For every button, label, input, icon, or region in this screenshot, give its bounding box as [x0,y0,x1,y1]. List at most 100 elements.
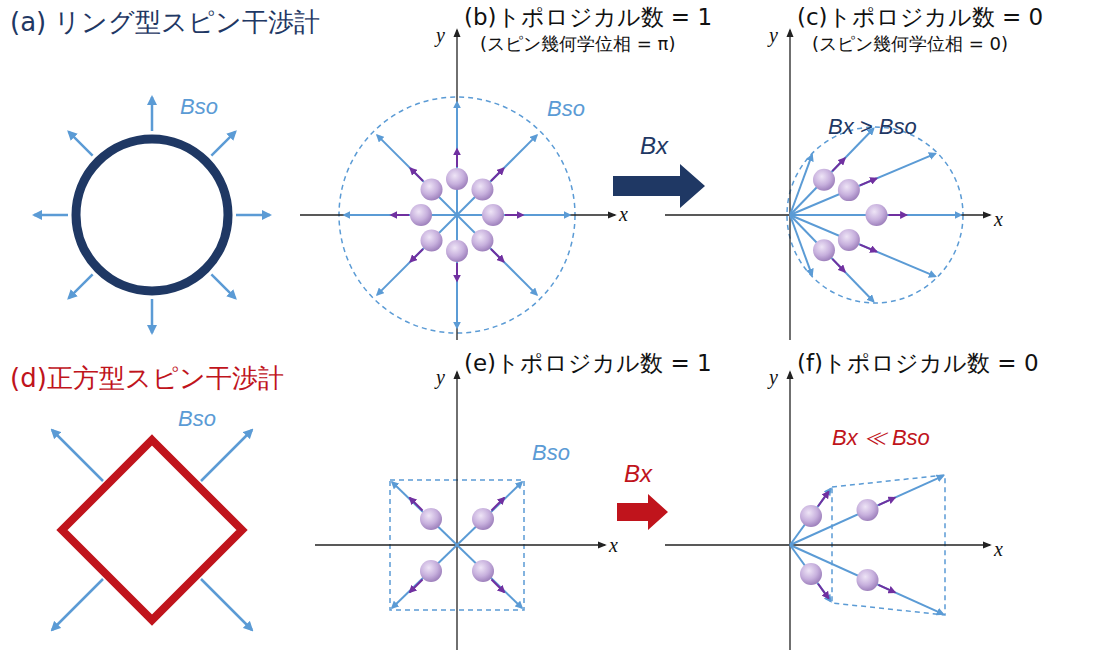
field-arrow [456,102,458,215]
electron [800,563,822,585]
field-label: Bso [545,96,587,121]
axis-label: y [434,24,447,47]
field-boundary [339,97,575,333]
field-arrow [790,215,874,302]
spin-arrow [818,584,829,599]
field-label: Bx > Bso [826,114,919,139]
spin-arrow [456,149,458,167]
electron [813,239,835,261]
electron [472,560,494,582]
spin-arrow [878,585,894,592]
field-arrow [201,430,252,481]
spin-arrow [505,214,523,216]
spin-arrow [818,492,829,507]
field-arrow [34,214,68,217]
field-arrow [211,132,235,156]
x-axis [315,544,605,545]
spin-arrow [491,579,504,592]
electron [838,179,860,201]
field-arrow [201,579,252,630]
field-arrow [790,215,935,276]
electron [857,569,879,591]
field-label: Bx [638,132,670,160]
electron [838,229,860,251]
field-arrow [456,215,458,328]
field-arrow [457,215,537,295]
field-arrow [52,579,103,630]
heading: (c)トポロジカル数 = 0 [795,4,1045,30]
electron [813,169,835,191]
electron [421,179,443,201]
spin-arrow [410,498,423,511]
spin-arrow [410,249,423,262]
electron [446,168,468,190]
subheading: (スピン幾何学位相 = π) [478,34,677,55]
field-arrow [69,274,93,298]
field-label: Bso [178,94,220,119]
field-arrow [377,215,457,295]
electron [410,204,432,226]
field-arrow [392,482,457,545]
spin-arrow [889,214,907,216]
axis-label: y [434,366,447,389]
spin-arrow [491,249,504,262]
heading: (f)トポロジカル数 = 0 [795,350,1041,376]
heading: (e)トポロジカル数 = 1 [462,350,714,376]
field-arrow [457,214,570,216]
electron [421,229,443,251]
spin-arrow [878,498,894,505]
axis-label: x [607,534,620,557]
field-arrow [457,482,522,545]
field-arrow [457,545,522,608]
axis-label: x [992,538,1005,561]
heading: (b)トポロジカル数 = 1 [462,4,714,30]
spin-arrow [491,498,504,511]
field-arrow [392,545,457,608]
field-arrow [790,545,831,601]
heading: (a) リング型スピン干渉計 [8,8,322,38]
spin-arrow [391,214,409,216]
field-arrow [790,476,943,545]
field-arrow [457,135,537,215]
x-axis [665,544,990,545]
field-arrow [790,545,943,614]
electron [857,499,879,521]
electron [420,560,442,582]
heading: (d)正方型スピン干渉計 [8,364,286,394]
spin-arrow [410,579,423,592]
field-arrow [344,214,457,216]
field-arrow [790,128,874,215]
field-label: Bx ≪ Bso [830,425,932,450]
field-arrow [211,274,235,298]
electron [471,179,493,201]
electron [471,229,493,251]
y-axis [789,372,790,650]
spin-arrow [456,263,458,281]
axis-label: x [617,203,630,226]
spin-arrow [491,168,504,181]
field-arrow-big [613,164,705,208]
field-arrow [69,132,93,156]
axis-label: x [992,208,1005,231]
electron [482,204,504,226]
field-arrow-big [617,494,668,530]
axis-label: y [767,24,780,47]
electron [472,508,494,530]
field-label: Bso [176,406,218,431]
field-boundary [787,127,963,303]
field-arrow [790,215,812,275]
field-arrow [151,97,154,131]
field-arrow [790,154,935,215]
field-arrow [52,430,103,481]
electron [800,505,822,527]
x-axis [665,214,990,215]
spin-arrow [832,259,845,272]
spin-arrow [860,178,877,185]
spin-arrow [832,158,845,171]
field-arrow [151,299,154,333]
electron [420,508,442,530]
field-label: Bx [622,460,654,488]
ring [76,139,228,291]
field-arrow [790,155,812,215]
